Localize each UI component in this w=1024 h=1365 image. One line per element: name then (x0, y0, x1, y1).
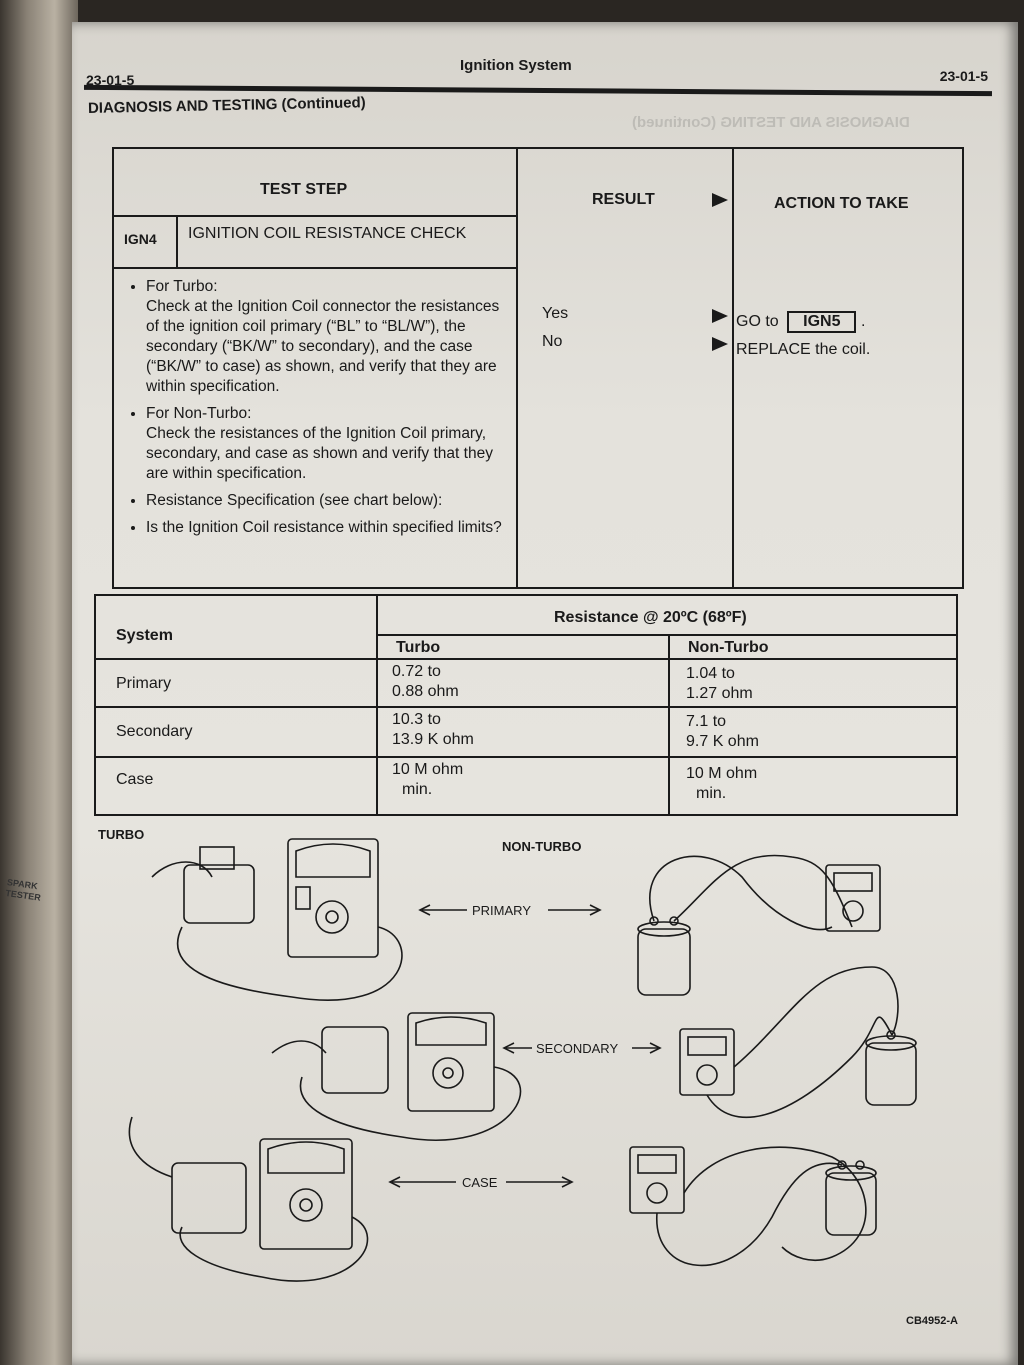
instruction-bullet: Is the Ignition Coil resistance within s… (146, 518, 516, 538)
turbo-secondary-line2: 13.9 K ohm (392, 731, 474, 748)
row-divider (114, 267, 516, 269)
page-number-right: 23-01-5 (939, 68, 988, 84)
action-no: REPLACE the coil. (736, 341, 871, 358)
action-yes-suffix: . (860, 313, 866, 330)
turbo-primary-coil (151, 846, 403, 1001)
turbo-label: TURBO (98, 827, 145, 842)
page-header-title: Ignition System (460, 57, 572, 74)
instruction-bullet: For Non-Turbo: Check the resistances of … (146, 404, 516, 484)
nonturbo-primary: 1.04 to 1.27 ohm (686, 664, 753, 704)
row-system-secondary: Secondary (116, 723, 193, 740)
col-divider (376, 596, 378, 814)
col-divider (516, 149, 518, 587)
test-step-header: TEST STEP (260, 181, 348, 198)
col-divider (732, 149, 734, 587)
action-yes: GO to IGN5 . (736, 311, 865, 333)
bullet-text: Check at the Ignition Coil connector the… (146, 298, 500, 395)
bullet-text: Check the resistances of the Ignition Co… (146, 425, 493, 482)
nonturbo-secondary-line2: 9.7 K ohm (686, 733, 759, 750)
nonturbo-primary-coil (637, 916, 691, 996)
row-divider (114, 215, 516, 217)
case-label: CASE (462, 1175, 498, 1190)
nonturbo-case-line2: min. (696, 785, 727, 802)
bullet-text: Is the Ignition Coil resistance within s… (146, 519, 502, 536)
result-no: No (542, 333, 563, 350)
test-illustration: TURBO NON-TURBO PRIMARY SECONDARY CASE (92, 817, 972, 1337)
nonturbo-case-meter (629, 1146, 685, 1214)
nonturbo-primary-line2: 1.27 ohm (686, 685, 753, 702)
col-divider (668, 634, 670, 814)
arrow-yes-icon (712, 309, 728, 323)
turbo-header: Turbo (396, 639, 441, 656)
manual-page: DIAGNOSIS AND TESTING (Continued) 23-01-… (72, 22, 1018, 1365)
test-step-table: TEST STEP RESULT ACTION TO TAKE IGN4 IGN… (112, 147, 964, 589)
bullet-label: For Non-Turbo: (146, 405, 252, 422)
turbo-case-coil (128, 1116, 369, 1282)
row-system-case: Case (116, 771, 154, 788)
action-yes-text: GO to (736, 313, 779, 330)
bullet-label: For Turbo: (146, 278, 218, 295)
primary-arrow-icon (418, 904, 602, 916)
row-system-primary: Primary (116, 675, 172, 692)
resistance-table: System Resistance @ 20ºC (68ºF) Turbo No… (94, 594, 958, 816)
primary-label: PRIMARY (472, 903, 531, 918)
nonturbo-secondary-coil (706, 966, 917, 1118)
row-divider (96, 706, 956, 708)
page-number-left: 23-01-5 (86, 72, 135, 88)
nonturbo-secondary-line1: 7.1 to (686, 713, 727, 730)
turbo-secondary-coil (271, 1026, 522, 1141)
bullet-text: Resistance Specification (see chart belo… (146, 492, 443, 509)
turbo-case: 10 M ohm min. (392, 760, 463, 800)
nonturbo-case: 10 M ohm min. (686, 764, 757, 804)
action-header: ACTION TO TAKE (774, 195, 909, 212)
turbo-secondary: 10.3 to 13.9 K ohm (392, 710, 474, 750)
nonturbo-case-coil (656, 1146, 877, 1267)
turbo-primary-line1: 0.72 to (392, 663, 441, 680)
meter-drawings (128, 838, 917, 1282)
row-divider (376, 634, 956, 636)
action-yes-ref: IGN5 (787, 311, 857, 333)
nonturbo-primary-line1: 1.04 to (686, 665, 735, 682)
bleed-through: DIAGNOSIS AND TESTING (Continued) (632, 114, 910, 131)
secondary-label: SECONDARY (536, 1041, 619, 1056)
resistance-header: Resistance @ 20ºC (68ºF) (554, 609, 747, 626)
figure-code: CB4952-A (906, 1315, 958, 1327)
nonturbo-secondary-meter (679, 1028, 735, 1096)
result-header: RESULT (592, 191, 655, 208)
turbo-primary: 0.72 to 0.88 ohm (392, 662, 459, 702)
nonturbo-primary-meter (649, 854, 881, 932)
result-yes: Yes (542, 305, 569, 322)
turbo-case-line1: 10 M ohm (392, 761, 464, 778)
id-divider (176, 215, 178, 267)
nonturbo-label: NON-TURBO (502, 839, 582, 854)
case-arrow-icon (388, 1176, 574, 1188)
arrow-no-icon (712, 337, 728, 351)
row-divider (96, 756, 956, 758)
secondary-arrow-icon (502, 1042, 662, 1054)
header-rule (83, 84, 993, 97)
section-title: DIAGNOSIS AND TESTING (Continued) (87, 94, 366, 117)
nonturbo-header: Non-Turbo (688, 639, 769, 656)
step-title: IGNITION COIL RESISTANCE CHECK (188, 225, 467, 242)
turbo-secondary-line1: 10.3 to (392, 711, 441, 728)
turbo-primary-line2: 0.88 ohm (392, 683, 459, 700)
nonturbo-case-line1: 10 M ohm (686, 765, 758, 782)
result-arrow-icon (712, 193, 728, 207)
nonturbo-secondary: 7.1 to 9.7 K ohm (686, 712, 759, 752)
instruction-bullet: For Turbo: Check at the Ignition Coil co… (146, 277, 516, 397)
turbo-case-line2: min. (402, 781, 433, 798)
turbo-case-meter (259, 1138, 353, 1250)
step-instructions: For Turbo: Check at the Ignition Coil co… (124, 277, 516, 545)
turbo-primary-meter (287, 838, 379, 958)
step-id: IGN4 (124, 231, 157, 247)
row-divider (96, 658, 956, 660)
instruction-bullet: Resistance Specification (see chart belo… (146, 491, 516, 511)
turbo-secondary-meter (407, 1012, 495, 1112)
system-header: System (116, 627, 173, 644)
